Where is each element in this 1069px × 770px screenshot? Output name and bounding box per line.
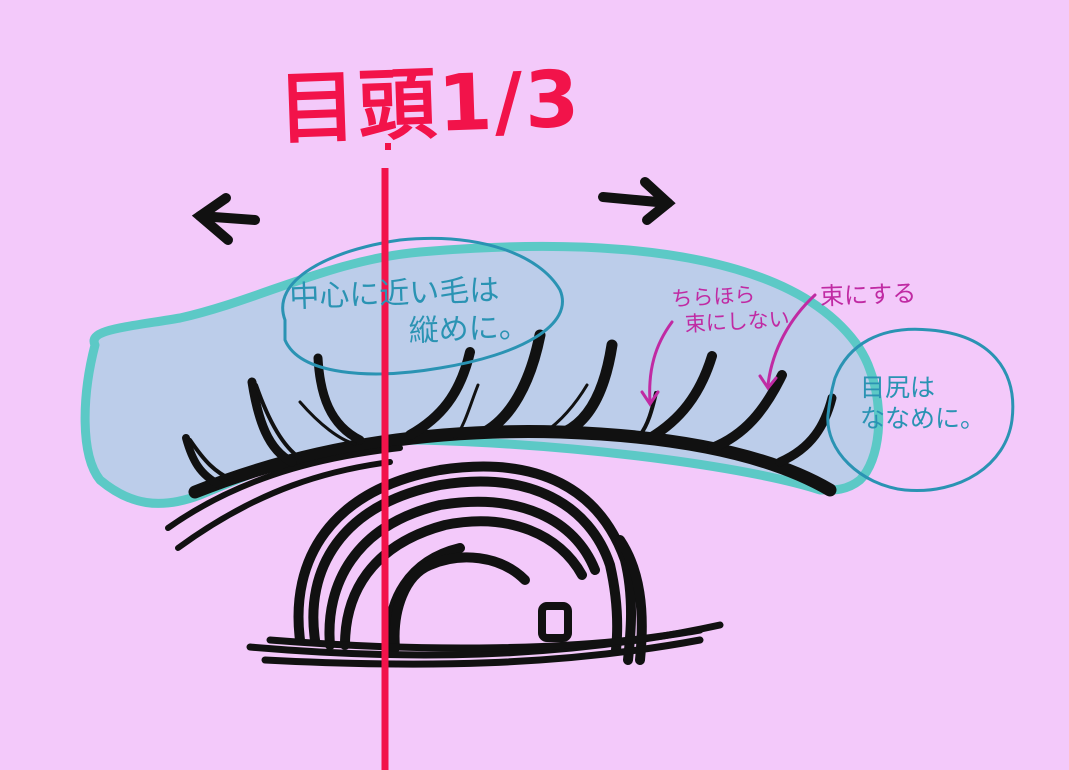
sparse-lash-note-line1: ちらほら (670, 282, 756, 312)
pointer-arrow-icon (640, 293, 817, 407)
outer-corner-note: 目尻は ななめに。 (860, 372, 985, 435)
outer-note-bubble (826, 327, 1015, 493)
left-arrow-icon (191, 193, 260, 245)
eye-highlight-icon (538, 602, 572, 642)
pupil-arc (389, 552, 530, 653)
bundle-lash-note-line1: 束にする (819, 279, 917, 311)
eyelashes (182, 329, 837, 489)
lower-eyelid-icon (246, 621, 724, 668)
bundle-lash-note: 束にする (820, 278, 917, 311)
center-note-bubble (281, 236, 564, 376)
iris-icon (293, 461, 647, 665)
page-title: 目頭1/3 (276, 54, 583, 156)
sparse-lash-note: ちらほら 束にしない (671, 280, 791, 339)
outer-corner-note-line2: ななめに。 (860, 404, 986, 434)
center-lash-note-line1: 中心に近い毛は (288, 272, 500, 316)
outer-corner-note-line1: 目尻は (860, 373, 936, 402)
center-lash-note: 中心に近い毛は 縦めに。 (289, 271, 529, 354)
right-arrow-icon (598, 177, 676, 225)
